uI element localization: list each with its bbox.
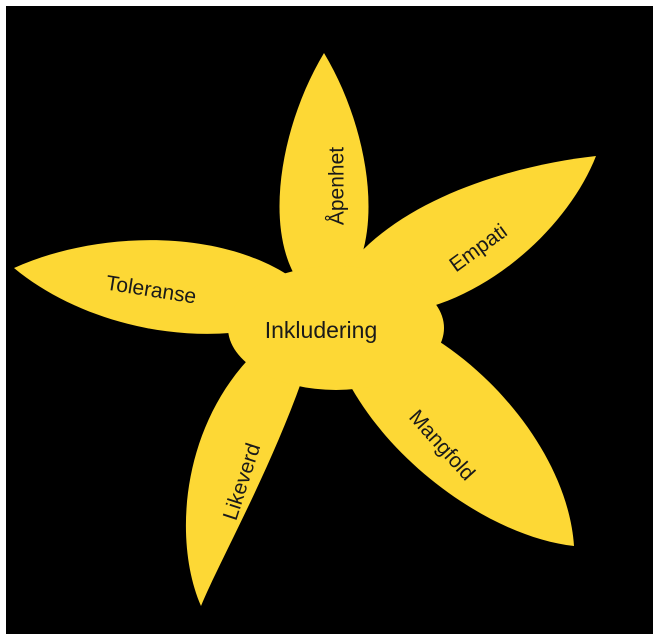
flower-center (228, 266, 444, 390)
petal-apenhet (279, 53, 369, 306)
petals-group (14, 53, 596, 606)
petal-label-apenhet: Åpenhet (326, 147, 349, 225)
center-label: Inkludering (265, 317, 378, 343)
flower-diagram-canvas: Åpenhet Empati Mangfold Likeverd Toleran… (6, 6, 653, 634)
flower-diagram: Åpenhet Empati Mangfold Likeverd Toleran… (6, 6, 653, 634)
